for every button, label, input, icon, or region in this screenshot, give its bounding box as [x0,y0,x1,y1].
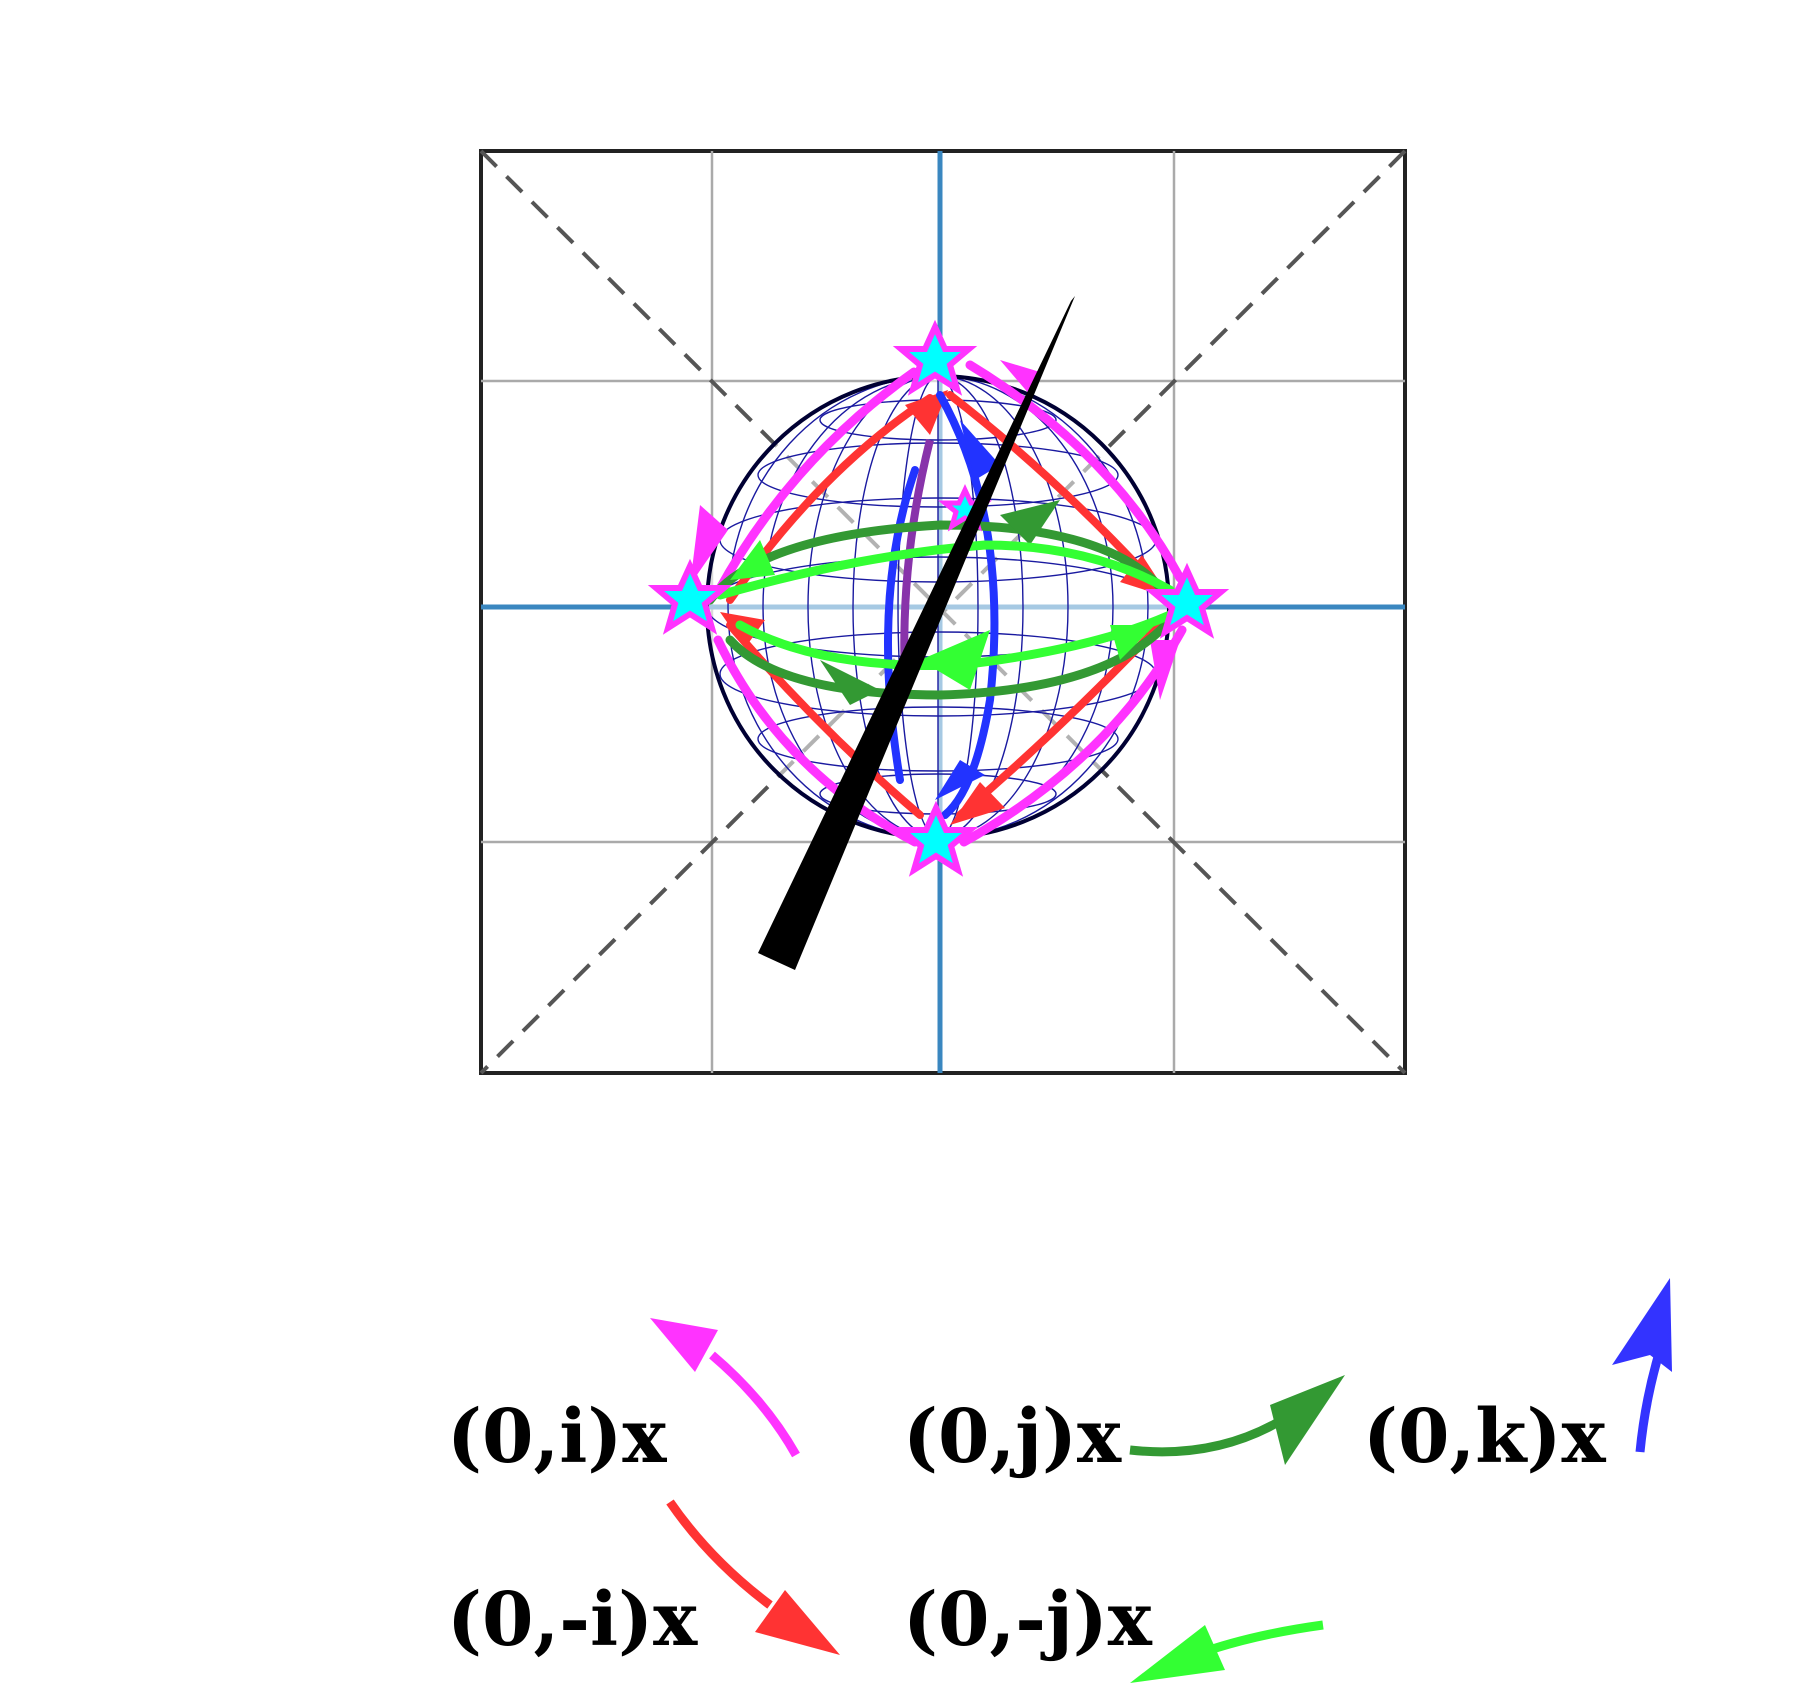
legend-arrow-pos-k [1612,1278,1672,1453]
legend-label-pos-k: (0,k)x [1363,1394,1607,1480]
legend-arrow-neg-j [1130,1620,1324,1683]
legend-arrow-pos-j [1129,1375,1345,1465]
darkgreen-arrowheads [820,500,1060,705]
magenta-arrowheads [690,360,1180,700]
legend-label-pos-i: (0,i)x [447,1394,667,1480]
star-icon [893,800,979,877]
needle-icon [758,296,1075,970]
legend-label-neg-j: (0,-j)x [903,1577,1153,1663]
grid-panel [479,149,1407,1075]
legend: (0,i)x (0,-i)x (0,j)x (0,-j)x (0,k)x [447,1278,1672,1683]
legend-arrow-neg-i [666,1499,840,1655]
star-icon [1144,562,1230,639]
legend-arrow-pos-i [650,1318,800,1458]
star-icon [647,558,733,635]
green-arrowheads [730,540,1155,690]
sphere-mesh [707,376,1169,838]
star-bottom [893,800,979,877]
star-right [1144,562,1230,639]
star-left [647,558,733,635]
legend-label-pos-j: (0,j)x [903,1394,1122,1480]
legend-label-neg-i: (0,-i)x [447,1577,698,1663]
star-top [892,319,978,396]
blue-arrowheads [935,420,1000,800]
star-icon [892,319,978,396]
